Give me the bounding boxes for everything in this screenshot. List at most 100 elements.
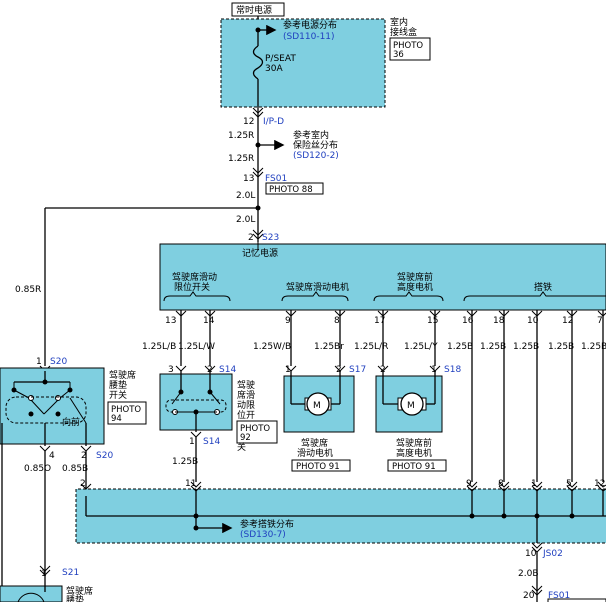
fuse-symbol (252, 45, 264, 80)
svg-text:36: 36 (393, 50, 404, 60)
lumbar-conn-s20: S20 (50, 357, 67, 367)
svg-text:PHOTO 91: PHOTO 91 (392, 462, 436, 472)
slide-limit-switch (159, 371, 233, 432)
lumbar-pin-4: 4 (49, 451, 55, 461)
memory-power-label: 记忆电源 (242, 247, 278, 259)
sec-slide-motor: 驾驶席滑动电机 (286, 281, 349, 293)
ref-ground-code: (SD130-7) (240, 530, 286, 540)
limit-pin-3: 3 (168, 365, 174, 375)
limit-conn-s14b: S14 (203, 437, 220, 447)
memory-module (159, 243, 606, 311)
ground-conn-js02: JS02 (542, 549, 563, 559)
sec-height-2: 高度电机 (397, 281, 433, 293)
height-motor-pin-2: 2 (380, 365, 386, 375)
slide-motor-name-2: 滑动电机 (297, 447, 333, 459)
photo-36: PHOTO 36 (389, 37, 431, 61)
ground-conn-fs01: FS01 (548, 591, 570, 601)
fuse-name: P/SEAT (265, 54, 296, 64)
ref-power-dist: 参考电源分布 (283, 19, 337, 31)
photo-88: PHOTO 88 (265, 182, 324, 195)
lumbar-conn-s21: S21 (62, 568, 79, 578)
svg-text:1.25B: 1.25B (548, 342, 574, 352)
module-pin-row: 13 14 9 8 17 15 16 18 10 12 7 1.25L/B 1.… (142, 310, 606, 482)
height-motor-pin-1: 1 (431, 365, 437, 375)
ground-distribution-box (75, 488, 606, 544)
slide-motor-m: M (313, 401, 321, 411)
svg-text:16: 16 (462, 316, 474, 326)
slide-motor-name-1: 驾驶席 (301, 437, 328, 449)
ref-fuse-2: 保险丝分布 (293, 139, 338, 151)
limit-name-2: 席滑 (237, 389, 255, 401)
limit-pin-2: 2 (207, 365, 213, 375)
box-label-1: 室内 (390, 16, 408, 28)
ref-power-code: (SD110-11) (283, 32, 335, 42)
slide-motor (283, 371, 355, 433)
height-motor-name-2: 高度电机 (396, 447, 432, 459)
limit-pin-11: 11 (185, 479, 196, 489)
limit-pin-1: 1 (189, 437, 195, 447)
lumbar-conn-s20b: S20 (96, 451, 113, 461)
svg-text:PHOTO 91: PHOTO 91 (296, 462, 340, 472)
photo-box-partial (547, 598, 606, 602)
sec-height-1: 驾驶席前 (397, 271, 433, 283)
svg-text:1.25B: 1.25B (581, 342, 606, 352)
height-motor-m: M (407, 401, 415, 411)
svg-text:17: 17 (374, 316, 385, 326)
svg-text:94: 94 (111, 414, 122, 424)
photo-94: PHOTO 94 (107, 401, 147, 425)
wire-125r-a: 1.25R (228, 131, 254, 141)
ref-fuse-code: (SD120-2) (293, 151, 339, 161)
box-label-2: 接线盒 (390, 26, 417, 38)
pin-13: 13 (243, 174, 254, 184)
photo-91-slide: PHOTO 91 (291, 459, 351, 472)
wire-085r: 0.85R (15, 285, 41, 295)
limit-conn-s14: S14 (219, 365, 236, 375)
svg-text:PHOTO: PHOTO (111, 405, 141, 415)
ground-pin-10: 10 (525, 549, 537, 559)
svg-text:1.25B: 1.25B (513, 342, 539, 352)
photo-91-height: PHOTO 91 (387, 459, 447, 472)
svg-text:10: 10 (527, 316, 539, 326)
svg-text:PHOTO 88: PHOTO 88 (269, 185, 313, 195)
svg-text:1.25W/B: 1.25W/B (253, 342, 291, 352)
svg-text:1.25L/R: 1.25L/R (354, 342, 388, 352)
svg-text:7: 7 (597, 316, 603, 326)
limit-name-4: 位开 (237, 409, 255, 421)
lumbar-pin-2: 2 (81, 451, 87, 461)
lumbar-pin-1b: 1 (41, 569, 47, 579)
lumbar-motor-box (0, 575, 63, 602)
svg-text:1.25L/B: 1.25L/B (142, 342, 176, 352)
lumbar-name-2: 腰垫 (109, 379, 127, 391)
svg-text:1.25L/Y: 1.25L/Y (404, 342, 438, 352)
sec-limit-2: 限位开关 (174, 281, 210, 293)
indoor-junction-box (220, 18, 386, 108)
limit-wire-125b: 1.25B (172, 457, 198, 467)
svg-text:9: 9 (285, 316, 291, 326)
ground-pin-12: 12 (594, 479, 605, 489)
lumbar-pin-1: 1 (36, 357, 42, 367)
pin-12: 12 (243, 117, 254, 127)
wire-085o: 0.85O (24, 464, 51, 474)
height-motor (375, 371, 443, 433)
ground-pin-5: 5 (566, 479, 572, 489)
lumbar-name-1: 驾驶席 (109, 369, 136, 381)
lumbar-forward: 向前 (62, 416, 80, 428)
wire-125r-b: 1.25R (228, 154, 254, 164)
limit-name-5: 关 (237, 441, 246, 453)
svg-text:1.25B: 1.25B (447, 342, 473, 352)
svg-text:92: 92 (240, 433, 251, 443)
ref-fuse-1: 参考室内 (293, 129, 329, 141)
limit-name-3: 动限 (237, 400, 255, 411)
conn-ipd: I/P-D (263, 117, 284, 127)
fuse-rating: 30A (265, 64, 283, 74)
height-motor-name-1: 驾驶席前 (396, 437, 432, 449)
wire-20l-b: 2.0L (236, 215, 255, 225)
svg-text:常时电源: 常时电源 (236, 4, 272, 16)
ground-pin-20: 20 (523, 591, 535, 601)
conn-fs01: FS01 (265, 174, 287, 184)
svg-text:12: 12 (562, 316, 573, 326)
lumbar-name-3: 开关 (109, 389, 127, 401)
slide-motor-pin-1: 1 (285, 365, 291, 375)
ground-pin-1: 1 (531, 479, 537, 489)
svg-text:18: 18 (493, 316, 505, 326)
